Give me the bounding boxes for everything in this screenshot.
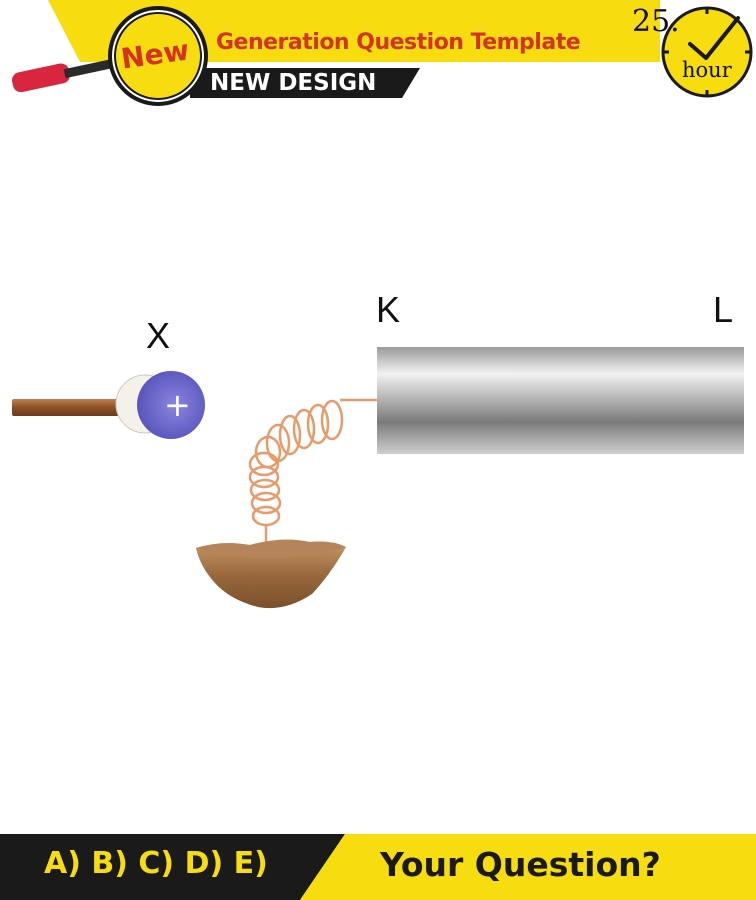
checkmark-icon bbox=[688, 16, 740, 60]
footer-black-band bbox=[0, 834, 345, 900]
magnifier-icon bbox=[12, 6, 208, 106]
clock-number: 25. bbox=[632, 4, 680, 39]
header-subtitle: NEW DESIGN bbox=[210, 70, 377, 96]
header-black-band bbox=[190, 68, 420, 98]
footer-banner bbox=[0, 834, 756, 900]
header-title: Generation Question Template bbox=[216, 30, 581, 55]
ground-earth bbox=[196, 539, 346, 609]
rod-left-label: K bbox=[376, 289, 401, 330]
clock-icon bbox=[661, 6, 753, 98]
footer-yellow-band bbox=[300, 834, 756, 900]
question-prompt: Your Question? bbox=[380, 845, 661, 884]
insulating-handle bbox=[12, 399, 124, 416]
charged-sphere bbox=[115, 371, 205, 439]
answer-options: A) B) C) D) E) bbox=[44, 846, 268, 881]
charge-label: X bbox=[146, 315, 171, 356]
charge-sign: + bbox=[164, 386, 191, 424]
grounding-spring bbox=[248, 398, 377, 546]
metal-rod bbox=[377, 347, 744, 454]
clock-unit: hour bbox=[682, 58, 732, 82]
header-banner bbox=[12, 0, 753, 106]
rod-right-label: L bbox=[713, 289, 734, 330]
